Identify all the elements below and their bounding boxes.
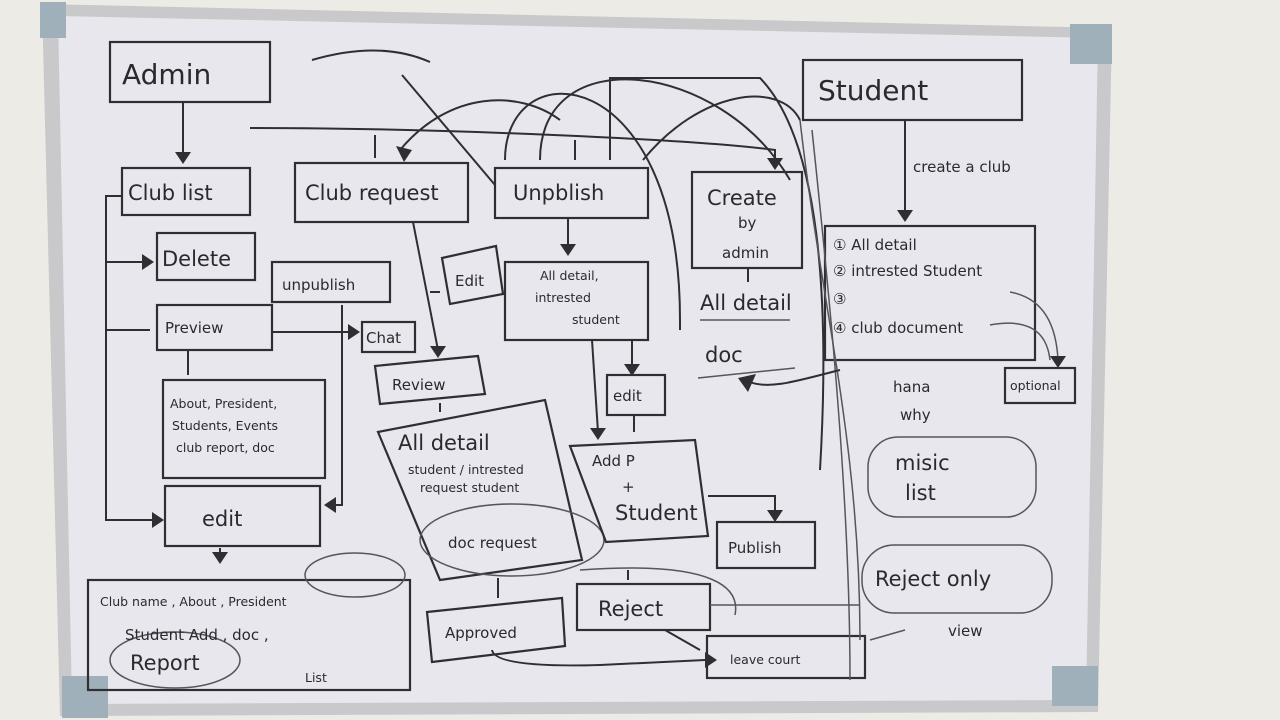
create-by-admin-line3: admin [722, 244, 769, 262]
optional-label: optional [1010, 378, 1061, 393]
request-edit-label[interactable]: Edit [455, 272, 484, 290]
delete-label[interactable]: Delete [162, 247, 231, 271]
preview-label[interactable]: Preview [165, 319, 223, 337]
frame-corner [62, 676, 108, 718]
reject-only-label: Reject only [875, 567, 991, 591]
mission-list-1: misic [895, 451, 950, 475]
create-details-2: doc [705, 343, 743, 367]
edit-fields-list: List [305, 670, 327, 685]
edit-fields-report: Report [130, 651, 200, 675]
unpublish-details-3: student [572, 312, 620, 327]
admin-title: Admin [122, 58, 211, 91]
create-details-1: All detail [700, 291, 792, 315]
club-request-label[interactable]: Club request [305, 181, 439, 205]
publish-label[interactable]: Publish [728, 539, 781, 557]
preview-details-2: Students, Events [172, 418, 278, 433]
unpublish-top-label[interactable]: Unpblish [513, 181, 604, 205]
preview-details-3: club report, doc [176, 440, 275, 455]
frame-corner [1070, 24, 1112, 64]
mission-list-2: list [905, 481, 936, 505]
student-step-3: ③ [833, 290, 846, 308]
review-details-3: request student [420, 480, 519, 495]
add-p-student-2: + [622, 478, 635, 496]
note-1: hana [893, 378, 930, 396]
create-by-admin-line2: by [738, 214, 757, 232]
view-label: view [948, 622, 983, 640]
unpublish-label[interactable]: unpublish [282, 276, 355, 294]
diagram-connectors [105, 49, 1066, 681]
frame-corner [40, 2, 66, 38]
student-step-1: ① All detail [833, 236, 917, 254]
review-details-2: student / intrested [408, 462, 524, 477]
create-by-admin-line1[interactable]: Create [707, 186, 777, 210]
frame-corner [1052, 666, 1098, 706]
create-club-label: create a club [913, 158, 1011, 176]
leave-court-label[interactable]: leave court [730, 652, 800, 667]
doc-request-label: doc request [448, 534, 537, 552]
chat-label[interactable]: Chat [366, 329, 401, 347]
review-label[interactable]: Review [392, 376, 446, 394]
note-2: why [900, 406, 931, 424]
edit-fields-2: Student Add , doc , [125, 626, 269, 644]
student-step-4: ④ club document [833, 319, 963, 337]
add-p-student-1: Add P [592, 452, 635, 470]
unpublish-edit-label[interactable]: edit [613, 387, 642, 405]
student-step-2: ② intrested Student [833, 262, 982, 280]
board-surface [58, 16, 1098, 704]
add-p-student-3: Student [615, 501, 698, 525]
review-details-1: All detail [398, 431, 490, 455]
preview-details-1: About, President, [170, 396, 277, 411]
edit-fields-1: Club name , About , President [100, 594, 287, 609]
approved-label[interactable]: Approved [445, 624, 517, 642]
unpublish-details-2: intrested [535, 290, 591, 305]
unpublish-details-1: All detail, [540, 268, 599, 283]
club-list-label[interactable]: Club list [128, 181, 213, 205]
edit-label[interactable]: edit [202, 507, 242, 531]
reject-label[interactable]: Reject [598, 597, 663, 621]
student-title: Student [818, 74, 928, 107]
